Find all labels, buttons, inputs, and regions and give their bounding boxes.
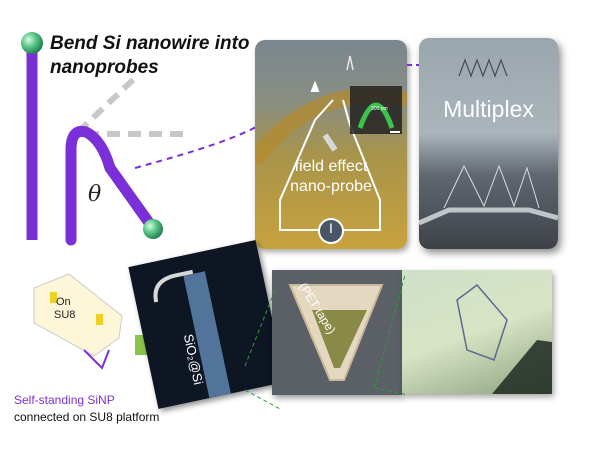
probe-tip — [346, 55, 354, 71]
pet-tape-graphics — [288, 284, 384, 381]
bent-nanowire-tip — [143, 219, 163, 239]
probe-micrograph: field effect nano-probe I 300 nm — [255, 40, 407, 249]
probe-array-sem — [443, 164, 540, 209]
right-contact-pad — [96, 314, 103, 325]
theta-angle-label: θ — [88, 182, 102, 207]
pet-tape-photo: (PET tape) — [272, 270, 402, 395]
sio2-device-graphics — [153, 269, 231, 399]
multiplex-graphics — [419, 58, 558, 226]
title-line-2: nanoprobes — [50, 57, 159, 78]
probe-array-top — [458, 58, 508, 78]
self-standing-sinp — [83, 349, 110, 370]
angle-guide-line — [75, 75, 138, 135]
multiplex-micrograph: Multiplex — [419, 38, 558, 249]
pet-tape-window — [312, 310, 367, 368]
current-symbol-circle — [318, 218, 344, 244]
zoom-probe-photo — [402, 270, 552, 394]
caption-line-2: connected on SU8 platform — [14, 410, 160, 424]
bending-diagram — [21, 32, 260, 246]
left-contact-pad — [50, 292, 57, 303]
probe-label-line-2: nano-probe — [290, 178, 372, 195]
multiplex-label: Multiplex — [443, 96, 534, 122]
zoom-bent-wire — [456, 283, 508, 361]
wire-clamp — [153, 269, 194, 303]
sio2-device-photo: SiO₂@Si — [128, 240, 286, 409]
bent-nanowire — [65, 125, 156, 246]
title-line-1: Bend Si nanowire into — [50, 33, 250, 54]
inset-bent-wire — [357, 102, 395, 129]
probe-label-line-1: field effect — [294, 158, 368, 175]
transition-arrow-line — [134, 123, 260, 169]
zoom-probe-graphics — [456, 283, 552, 394]
caption-line-1: Self-standing SiNP — [14, 393, 115, 407]
su8-label: SU8 — [54, 309, 76, 321]
su8-platform — [33, 273, 123, 357]
su8-platform-schematic — [33, 273, 123, 370]
straight-nanowire-tip — [21, 32, 43, 54]
probe-micrograph-graphics — [255, 55, 407, 244]
scale-bar-text: 300 nm — [371, 106, 388, 112]
on-label: On — [56, 296, 71, 308]
current-symbol: I — [329, 220, 333, 236]
